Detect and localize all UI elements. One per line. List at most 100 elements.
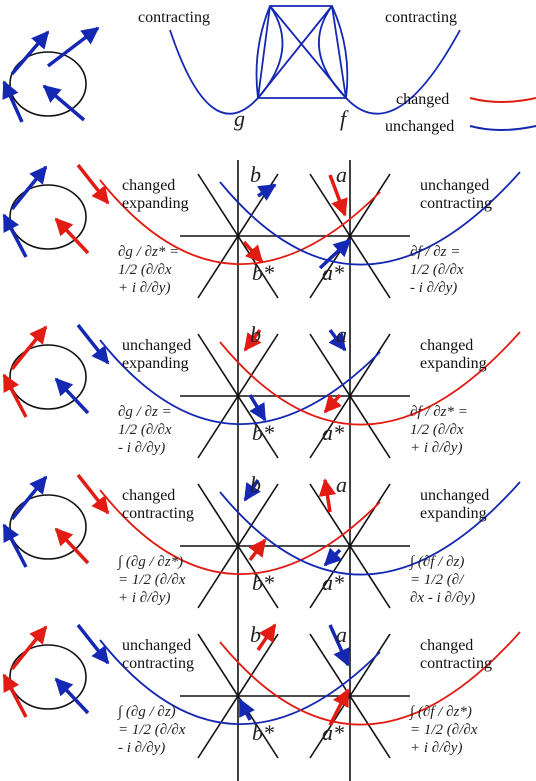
circle-arrow-bottom-left xyxy=(2,373,28,418)
left-equation-line3: - i ∂/∂y) xyxy=(118,440,165,456)
curve-left xyxy=(99,179,381,265)
right-title-line1: changed xyxy=(420,337,473,354)
right-equation-line2: = 1/2 (∂/ xyxy=(410,572,465,588)
arrow-b xyxy=(243,328,262,352)
curve-right xyxy=(219,331,521,426)
left-equation-line2: 1/2 (∂/∂x xyxy=(118,262,172,278)
label-b: b xyxy=(250,162,261,187)
right-title-line2: expanding xyxy=(420,355,487,372)
left-equation-line1: ∫ (∂g / ∂z) xyxy=(117,704,176,720)
arrow-a-star xyxy=(328,688,350,726)
right-title-line1: unchanged xyxy=(420,177,489,194)
left-equation-line1: ∫ (∂g / ∂z*) xyxy=(117,554,183,570)
legend: changed unchanged xyxy=(385,91,536,135)
circle-diagram-1 xyxy=(2,163,110,258)
label-b-star: b* xyxy=(252,420,274,445)
circle-diagram-header xyxy=(2,26,100,123)
label-b: b xyxy=(250,472,261,497)
g-label: g xyxy=(234,106,245,131)
header: contracting contracting g f changed unch… xyxy=(2,5,536,135)
arrow-b xyxy=(257,183,277,201)
right-equation-line2: 1/2 (∂/∂x xyxy=(410,422,464,438)
label-b: b xyxy=(250,622,261,647)
arrow-b xyxy=(256,623,277,651)
right-equation-line3: ∂x - i ∂/∂y) xyxy=(410,590,475,606)
curve-left xyxy=(99,639,381,725)
right-equation-line2: = 1/2 (∂/∂x xyxy=(410,722,478,738)
f-label: f xyxy=(340,106,349,131)
circle-diagram-4 xyxy=(2,623,110,718)
arrow-a-star xyxy=(318,238,352,270)
legend-unchanged-swatch xyxy=(469,125,536,131)
arrow-a xyxy=(318,478,337,513)
label-a: a xyxy=(336,322,347,347)
left-title-line1: changed xyxy=(122,177,175,194)
arrow-b-star xyxy=(238,698,255,721)
label-b-star: b* xyxy=(252,260,274,285)
right-title-line1: changed xyxy=(420,637,473,654)
circle-diagram-3 xyxy=(2,473,110,568)
left-title-line1: changed xyxy=(122,487,175,504)
right-title-line2: expanding xyxy=(420,505,487,522)
label-a-star: a* xyxy=(322,260,344,285)
arrow-a xyxy=(328,624,350,667)
right-equation-line3: + i ∂/∂y) xyxy=(410,740,462,756)
right-title-line2: contracting xyxy=(420,655,492,672)
left-equation-line3: - i ∂/∂y) xyxy=(118,740,165,756)
left-title-line2: contracting xyxy=(122,655,194,672)
circle-arrow-top-right xyxy=(76,163,110,205)
left-equation-line3: + i ∂/∂y) xyxy=(118,590,170,606)
label-a: a xyxy=(336,622,347,647)
label-a-star: a* xyxy=(322,420,344,445)
left-equation-line1: ∂g / ∂z = xyxy=(118,404,172,420)
left-title-line2: expanding xyxy=(122,355,189,372)
right-equation-line1: ∂f / ∂z* = xyxy=(410,404,468,420)
right-title-line1: unchanged xyxy=(420,487,489,504)
right-equation-line3: - i ∂/∂y) xyxy=(410,280,457,296)
circle-arrow-bottom-right xyxy=(54,377,90,415)
curve-left xyxy=(99,339,381,425)
arrow-b-star xyxy=(248,538,267,562)
legend-changed-swatch xyxy=(469,97,536,103)
circle-arrow-top-left xyxy=(10,165,48,211)
arrow-a xyxy=(328,174,348,217)
left-title-line1: unchanged xyxy=(122,337,191,354)
right-equation-line3: + i ∂/∂y) xyxy=(410,440,462,456)
label-a-star: a* xyxy=(322,570,344,595)
circle-arrow-top-left xyxy=(10,625,48,671)
arrow-b-star xyxy=(242,240,264,264)
circle-arrow-bottom-right xyxy=(54,527,90,565)
right-title-line2: contracting xyxy=(420,195,492,212)
left-equation-line1: ∂g / ∂z* = xyxy=(118,244,179,260)
label-b-star: b* xyxy=(252,720,274,745)
left-equation-line2: = 1/2 (∂/∂x xyxy=(118,722,186,738)
left-title-line2: contracting xyxy=(122,505,194,522)
header-curve xyxy=(169,5,461,115)
label-a: a xyxy=(336,472,347,497)
right-equation-line2: 1/2 (∂/∂x xyxy=(410,262,464,278)
arrow-a xyxy=(328,328,347,352)
circle-arrow-bottom-right xyxy=(54,677,90,715)
curve-right xyxy=(219,631,521,726)
header-left-label: contracting xyxy=(138,9,210,26)
left-equation-line2: = 1/2 (∂/∂x xyxy=(118,572,186,588)
circle-diagram-2 xyxy=(2,323,110,418)
circle-arrow-bottom-left xyxy=(2,523,28,568)
label-b-star: b* xyxy=(252,570,274,595)
circle-arrow-top-right xyxy=(76,473,110,515)
circle-arrow-top-left xyxy=(10,325,48,371)
label-a-star: a* xyxy=(322,720,344,745)
arrow-a-star xyxy=(323,547,343,567)
left-title-line2: expanding xyxy=(122,195,189,212)
legend-unchanged-label: unchanged xyxy=(385,118,454,135)
header-right-label: contracting xyxy=(385,9,457,26)
circle-arrow-top-right xyxy=(76,623,110,665)
left-equation-line2: 1/2 (∂/∂x xyxy=(118,422,172,438)
right-equation-line1: ∫ (∂f / ∂z*) xyxy=(409,704,472,720)
